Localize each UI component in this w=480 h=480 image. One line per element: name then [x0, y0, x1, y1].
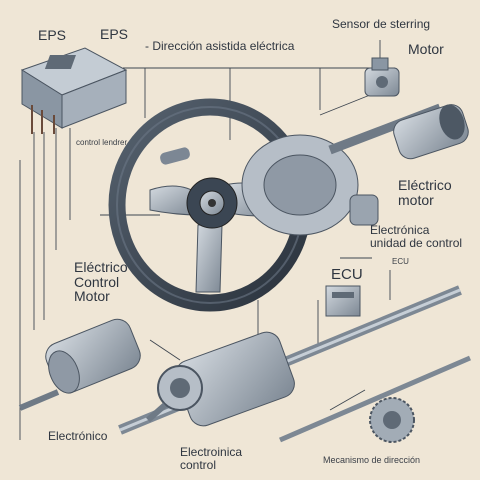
motor-label: Motor	[408, 41, 444, 57]
top-motor	[364, 57, 400, 97]
eps-right-label: EPS	[100, 26, 129, 42]
eps-left-label: EPS	[38, 27, 67, 43]
electrico-control-motor-label: Eléctrico Control Motor	[74, 259, 128, 305]
gear-unit	[146, 331, 295, 427]
electroinica-control-label: Electroinica control	[180, 445, 243, 472]
electronica-unidad-label: Electrónica unidad de control	[370, 223, 463, 250]
electrico-motor-label: Eléctrico motor	[398, 177, 452, 208]
sensor-label: Sensor de sterring	[332, 17, 431, 31]
direccion-label: - Dirección asistida eléctrica	[145, 39, 295, 53]
rack-shaft	[118, 285, 471, 443]
control-motor	[18, 318, 141, 411]
ecu-small-label: ECU	[392, 257, 409, 266]
ecu-box	[325, 285, 361, 317]
eps-module	[20, 47, 128, 134]
ecu-big-label: ECU	[331, 266, 363, 283]
control-lendrer-label: control lendrer	[76, 138, 128, 147]
electronico-label: Electrónico	[48, 429, 108, 443]
steering-column	[241, 103, 442, 236]
pinion-gear	[369, 397, 415, 443]
electric-motor	[393, 104, 469, 160]
mecanismo-label: Mecanismo de dirección	[323, 455, 421, 465]
